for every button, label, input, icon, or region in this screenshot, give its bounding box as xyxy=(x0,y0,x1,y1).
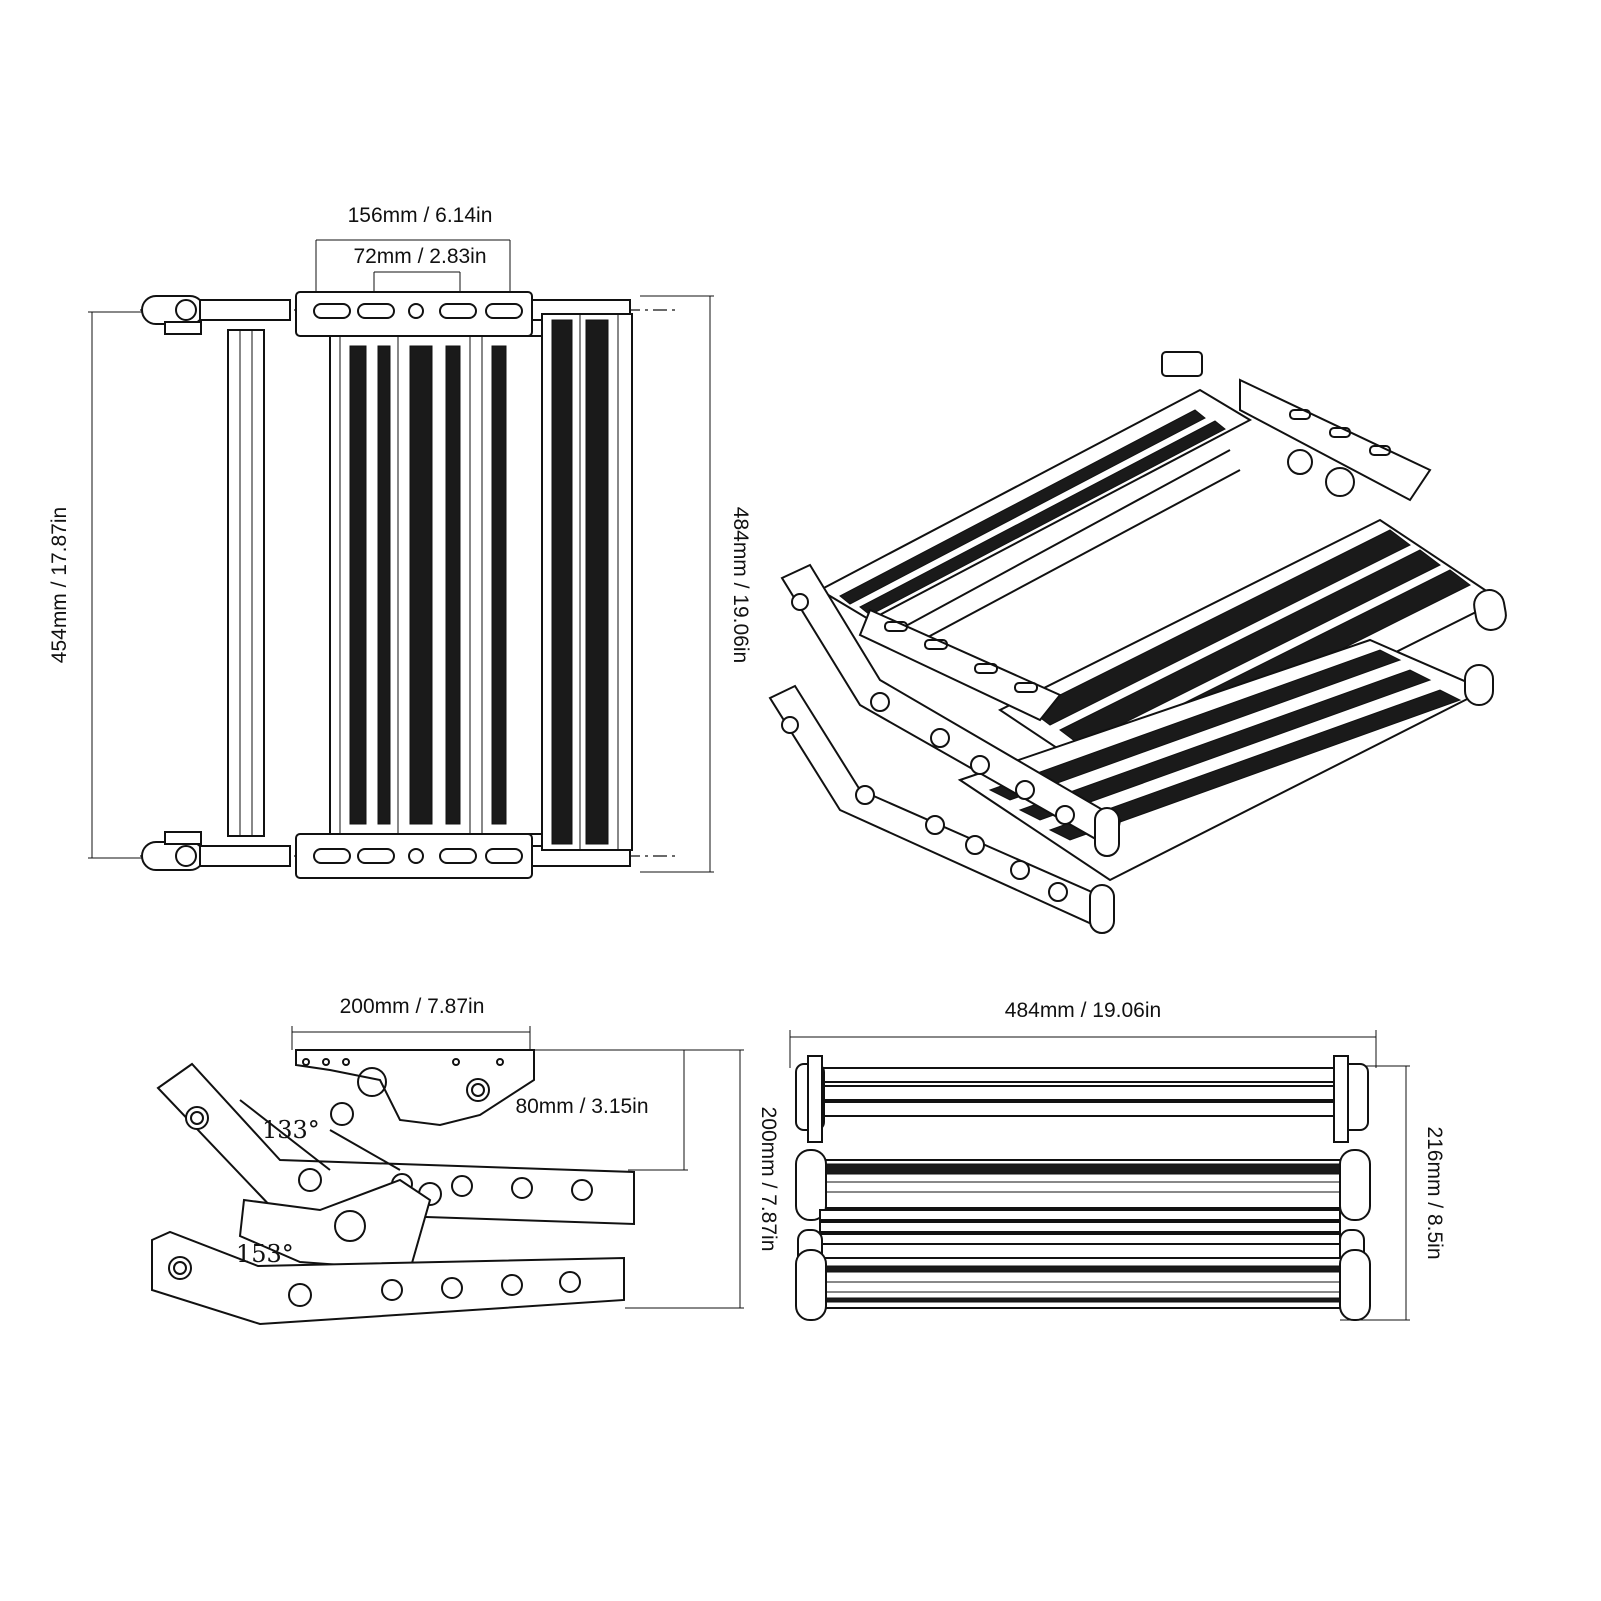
rise-80-label: 80mm / 3.15in xyxy=(515,1095,648,1118)
upper-arm xyxy=(780,563,1122,857)
side-linkage xyxy=(238,1178,432,1272)
upper-step xyxy=(817,388,1253,653)
mounting-plate-bottom xyxy=(295,833,533,879)
side-height-label: 200mm / 7.87in xyxy=(757,1107,780,1252)
dimension-484mm-front: 484mm / 19.06in xyxy=(789,999,1377,1068)
depth-454-label: 454mm / 17.87in xyxy=(48,507,71,663)
iso-mounting-plate-front xyxy=(858,608,1062,722)
dimension-72mm: 72mm / 2.83in xyxy=(353,245,487,300)
front-main-tread xyxy=(795,1149,1371,1221)
dimension-156mm: 156mm / 6.14in xyxy=(315,204,511,292)
angle-153-label: 153° xyxy=(236,1240,294,1268)
width-156-label: 156mm / 6.14in xyxy=(348,204,493,227)
mounting-plate-top xyxy=(295,291,533,337)
slot-pitch-72-label: 72mm / 2.83in xyxy=(353,245,486,268)
front-view: 484mm / 19.06in 216mm / 8.5in xyxy=(789,999,1446,1321)
dimension-80mm: 80mm / 3.15in xyxy=(515,1049,688,1171)
side-upper-arm: 133° xyxy=(156,1062,635,1226)
angle-133-label: 133° xyxy=(262,1116,320,1144)
side-width-label: 200mm / 7.87in xyxy=(340,995,485,1018)
front-lower-tread xyxy=(795,1249,1371,1321)
dimension-200mm-height: 200mm / 7.87in xyxy=(625,1049,780,1309)
hinge-bottom xyxy=(141,831,205,871)
tread-slats-top-view xyxy=(227,313,633,851)
dimension-200mm-width: 200mm / 7.87in xyxy=(291,995,531,1050)
dimension-484mm-top: 484mm / 19.06in xyxy=(640,295,752,873)
dimension-454mm: 454mm / 17.87in xyxy=(48,311,150,859)
isometric-view xyxy=(768,351,1507,934)
hinge-top xyxy=(141,295,205,335)
overall-484-label: 484mm / 19.06in xyxy=(729,507,752,663)
side-mounting-plate xyxy=(295,1049,535,1127)
hinge-post xyxy=(1161,351,1203,377)
lower-arm xyxy=(768,684,1115,934)
side-lower-arm: 153° xyxy=(151,1230,625,1326)
iso-mounting-plate-back xyxy=(1239,378,1432,502)
top-view: 156mm / 6.14in 72mm / 2.83in 454mm / 17.… xyxy=(48,204,752,879)
dimension-216mm: 216mm / 8.5in xyxy=(1340,1065,1446,1321)
front-height-label: 216mm / 8.5in xyxy=(1423,1126,1446,1259)
side-view: 200mm / 7.87in 80mm / 3.15in 200mm / 7.8… xyxy=(151,995,780,1326)
front-width-label: 484mm / 19.06in xyxy=(1005,999,1161,1022)
